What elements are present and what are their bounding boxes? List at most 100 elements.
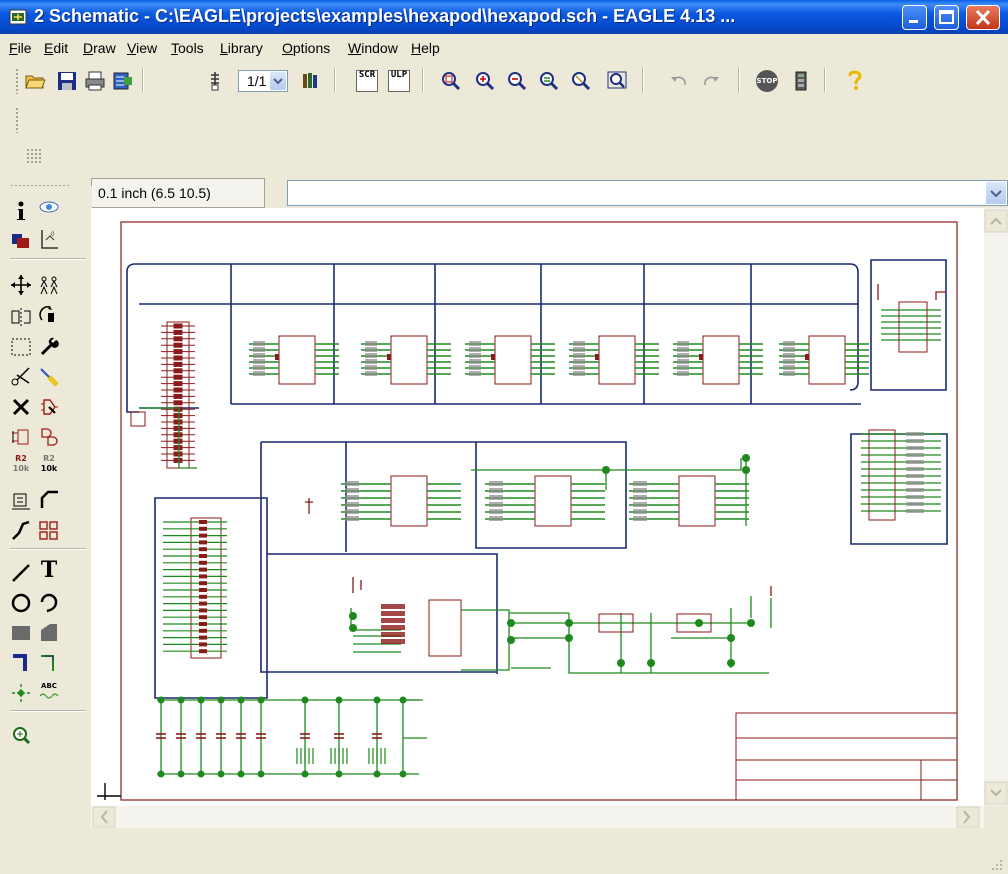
- cam-processor-icon[interactable]: [112, 70, 134, 92]
- coordinate-text: 0.1 inch (6.5 10.5): [98, 185, 211, 201]
- arc-icon[interactable]: [38, 592, 60, 614]
- close-button[interactable]: [966, 5, 1000, 30]
- minimize-button[interactable]: [902, 5, 927, 30]
- toolbar-grip[interactable]: [15, 68, 19, 94]
- capacitor-array: [156, 696, 427, 778]
- zoom-fit-icon[interactable]: [440, 70, 462, 92]
- paste-icon[interactable]: [38, 366, 60, 388]
- open-icon[interactable]: [24, 70, 46, 92]
- menu-options[interactable]: Options: [282, 40, 331, 56]
- ulp-button[interactable]: ULP: [388, 70, 410, 92]
- circle-icon[interactable]: [10, 592, 32, 614]
- maximize-button[interactable]: [934, 5, 959, 30]
- mark-icon[interactable]: 0: [38, 228, 60, 250]
- horizontal-scrollbar[interactable]: [91, 806, 984, 828]
- toolbar-separator: [334, 68, 336, 92]
- rotate-icon[interactable]: [38, 304, 60, 326]
- ic-top-1: [249, 335, 339, 385]
- go-icon[interactable]: [790, 70, 812, 92]
- zoom-area-icon[interactable]: [606, 70, 628, 92]
- board-switch-icon[interactable]: [204, 70, 226, 92]
- delete-icon[interactable]: [10, 396, 32, 418]
- menu-draw[interactable]: Draw: [83, 40, 116, 56]
- display-layers-icon[interactable]: [10, 230, 32, 252]
- menu-help[interactable]: Help: [411, 40, 440, 56]
- sheet-select[interactable]: 1/1: [238, 70, 288, 92]
- toolbar: 1/1 SCR ULP STOP: [0, 62, 1008, 136]
- junction-icon[interactable]: [10, 682, 32, 704]
- value-tool-name: R2: [43, 454, 55, 463]
- gateswap-icon[interactable]: [38, 426, 60, 448]
- sheet-select-dropdown-button[interactable]: [270, 72, 286, 90]
- vertical-scrollbar-graphic: [984, 209, 1008, 805]
- zoom-in-icon[interactable]: [474, 70, 496, 92]
- help-icon[interactable]: [844, 69, 866, 91]
- drawing-frame: [120, 221, 958, 801]
- show-icon[interactable]: [38, 196, 60, 218]
- bus-middle: [154, 433, 948, 699]
- grid-icon[interactable]: [24, 146, 46, 168]
- toolbar-separator: [642, 68, 644, 92]
- mirror-icon[interactable]: [10, 306, 32, 328]
- menu-window[interactable]: Window: [348, 40, 398, 56]
- toolbar-separator: [142, 68, 144, 92]
- toolbar-separator: [738, 68, 740, 92]
- ic-top-4: [569, 335, 659, 385]
- parts-lower: [305, 498, 772, 667]
- stop-button[interactable]: STOP: [756, 70, 778, 92]
- info-icon[interactable]: [10, 200, 32, 222]
- bus-icon[interactable]: [10, 652, 32, 674]
- use-library-icon[interactable]: [300, 70, 322, 92]
- copy-icon[interactable]: [38, 274, 60, 296]
- zoom-select-icon[interactable]: [570, 70, 592, 92]
- undo-icon[interactable]: [668, 71, 690, 93]
- menu-tools[interactable]: Tools: [171, 40, 204, 56]
- command-line-input[interactable]: [287, 180, 1008, 206]
- zoom-out-icon[interactable]: [506, 70, 528, 92]
- origin-marker: [97, 783, 121, 800]
- wire-icon[interactable]: [10, 562, 32, 584]
- menu-edit[interactable]: Edit: [44, 40, 69, 56]
- ic-middle-1: [341, 475, 461, 527]
- size-grip-icon[interactable]: [988, 858, 1004, 872]
- erc-icon[interactable]: [10, 724, 32, 746]
- command-history-dropdown[interactable]: [986, 182, 1006, 204]
- invoke-icon[interactable]: [38, 520, 60, 542]
- toolbar-grip[interactable]: [15, 107, 19, 133]
- zoom-redraw-icon[interactable]: [538, 70, 560, 92]
- add-icon[interactable]: [38, 396, 60, 418]
- menu-library[interactable]: Library: [220, 40, 263, 56]
- save-icon[interactable]: [56, 70, 78, 92]
- title-bar[interactable]: 2 Schematic - C:\EAGLE\projects\examples…: [0, 0, 1008, 34]
- change-icon[interactable]: [38, 336, 60, 358]
- eagle-app-icon[interactable]: [9, 8, 27, 26]
- split-icon[interactable]: [10, 520, 32, 542]
- toolbox-separator: [10, 258, 86, 260]
- smash-icon[interactable]: [10, 490, 32, 512]
- script-button-label: SCR: [358, 70, 376, 80]
- text-tool-button[interactable]: T: [38, 558, 60, 582]
- menu-file[interactable]: File: [9, 40, 32, 56]
- move-icon[interactable]: [10, 274, 32, 296]
- group-icon[interactable]: [10, 336, 32, 358]
- miter-icon[interactable]: [38, 488, 60, 510]
- sheet-select-value: 1/1: [247, 73, 267, 89]
- coordinate-display: 0.1 inch (6.5 10.5): [91, 178, 265, 208]
- script-button[interactable]: SCR: [356, 70, 378, 92]
- label-tool-button[interactable]: ABC: [38, 680, 60, 702]
- net-icon[interactable]: [38, 652, 60, 674]
- net-lower: [350, 596, 772, 674]
- rectangle-icon[interactable]: [10, 622, 32, 644]
- menu-view[interactable]: View: [127, 40, 158, 56]
- cut-icon[interactable]: [10, 366, 32, 388]
- print-icon[interactable]: [84, 70, 106, 92]
- vertical-scrollbar[interactable]: [984, 208, 1008, 806]
- redo-icon[interactable]: [700, 71, 722, 93]
- connector-header-top: [161, 321, 195, 469]
- pinswap-icon[interactable]: [10, 426, 32, 448]
- schematic-canvas[interactable]: [91, 208, 984, 806]
- ic-top-3: [465, 335, 555, 385]
- polygon-icon[interactable]: [38, 622, 60, 644]
